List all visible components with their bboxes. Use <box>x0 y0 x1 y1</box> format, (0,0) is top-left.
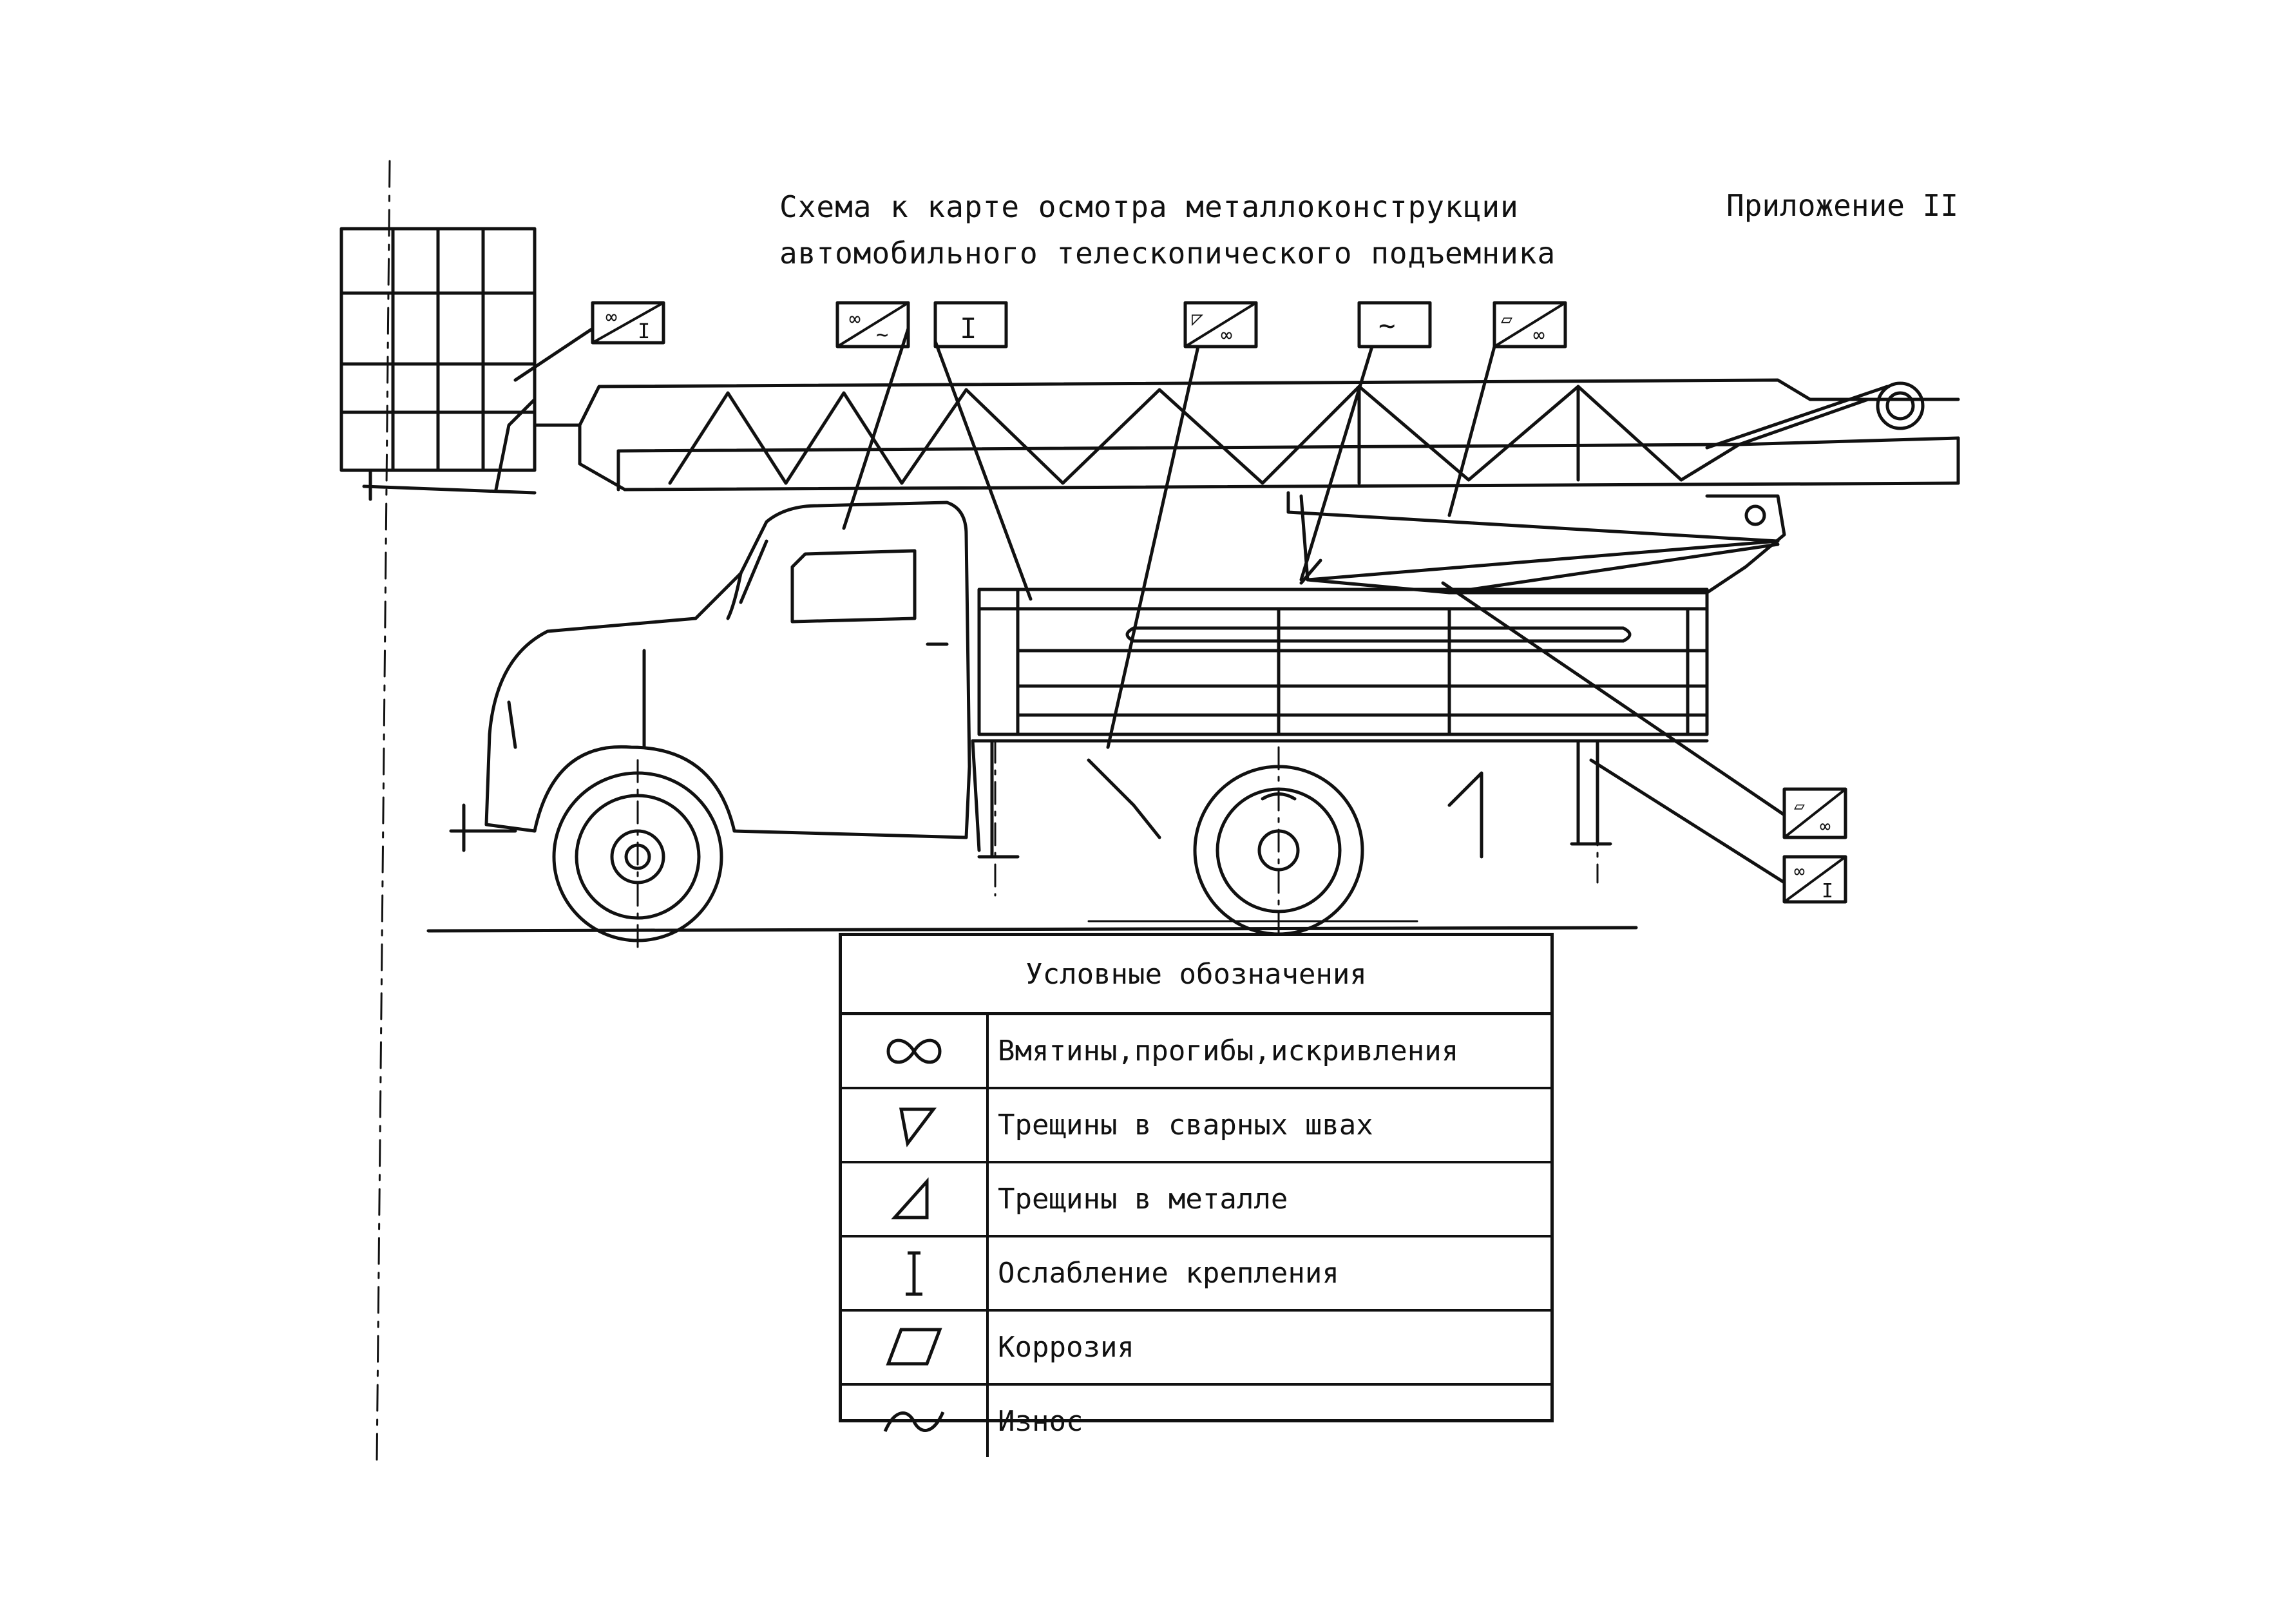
svg-text:∞: ∞ <box>1794 861 1805 882</box>
svg-text:◸: ◸ <box>1192 308 1203 330</box>
legend-row-dents: Вмятины,прогибы,искривления <box>842 1015 1550 1089</box>
callout-frame: ◸ ∞ <box>1183 301 1258 349</box>
callout-boom-support: ~ <box>1357 301 1432 349</box>
legend-row-corrosion: Коррозия <box>842 1312 1550 1386</box>
svg-text:I: I <box>638 319 650 343</box>
ground-line <box>426 926 1638 933</box>
margin-line <box>376 160 391 1464</box>
legend-row-weld-cracks: Трещины в сварных швах <box>842 1089 1550 1163</box>
svg-text:∞: ∞ <box>1820 816 1831 837</box>
legend-header: Условные обозначения <box>842 936 1550 1015</box>
metal-crack-icon <box>842 1163 989 1235</box>
boom <box>533 378 1960 492</box>
basket <box>339 227 537 501</box>
svg-text:~: ~ <box>1378 309 1396 342</box>
infinity-dent-icon <box>842 1015 989 1087</box>
svg-text:~: ~ <box>876 322 888 347</box>
legend-label-dents: Вмятины,прогибы,искривления <box>998 1035 1459 1067</box>
legend-label-weld-cracks: Трещины в сварных швах <box>998 1109 1373 1142</box>
svg-text:∞: ∞ <box>1533 324 1545 347</box>
svg-text:▱: ▱ <box>1501 308 1512 330</box>
callout-rear-lower: ∞ I <box>1782 855 1847 904</box>
svg-text:∞: ∞ <box>849 308 861 330</box>
legend-row-loosening: Ослабление крепления <box>842 1237 1550 1312</box>
loosening-icon <box>842 1237 989 1309</box>
callout-cab: ∞ ~ <box>835 301 910 349</box>
title-line-1: Схема к карте осмотра металлоконструкции <box>779 189 1519 224</box>
svg-text:∞: ∞ <box>606 306 617 329</box>
svg-text:∞: ∞ <box>1221 324 1232 347</box>
diagram-title: Схема к карте осмотра металлоконструкции… <box>779 184 1556 276</box>
appendix-label: Приложение II <box>1726 188 1959 223</box>
wear-icon <box>842 1386 989 1457</box>
chassis <box>449 739 1612 859</box>
callout-bed-mount: I <box>933 301 1008 349</box>
legend-label-wear: Износ <box>998 1405 1083 1438</box>
legend-label-corrosion: Коррозия <box>998 1331 1134 1364</box>
truck-cab <box>484 501 971 839</box>
callout-boom-lower: ▱ ∞ <box>1492 301 1567 349</box>
legend-label-metal-cracks: Трещины в металле <box>998 1183 1288 1216</box>
legend-row-wear: Износ <box>842 1386 1550 1457</box>
legend-label-loosening: Ослабление крепления <box>998 1257 1339 1290</box>
svg-text:▱: ▱ <box>1794 795 1805 816</box>
callout-rear-upper: ▱ ∞ <box>1782 787 1847 839</box>
callout-basket: ∞ I <box>591 301 665 345</box>
svg-text:I: I <box>960 312 977 345</box>
legend-table: Условные обозначения Вмятины,прогибы,иск… <box>839 933 1554 1457</box>
truck-bed <box>971 588 1709 743</box>
weld-crack-icon <box>842 1089 989 1161</box>
title-line-2: автомобильного телескопического подъемни… <box>779 236 1556 271</box>
svg-text:I: I <box>1822 880 1833 903</box>
legend-row-metal-cracks: Трещины в металле <box>842 1163 1550 1237</box>
boom-support <box>1286 491 1786 595</box>
corrosion-icon <box>842 1312 989 1383</box>
